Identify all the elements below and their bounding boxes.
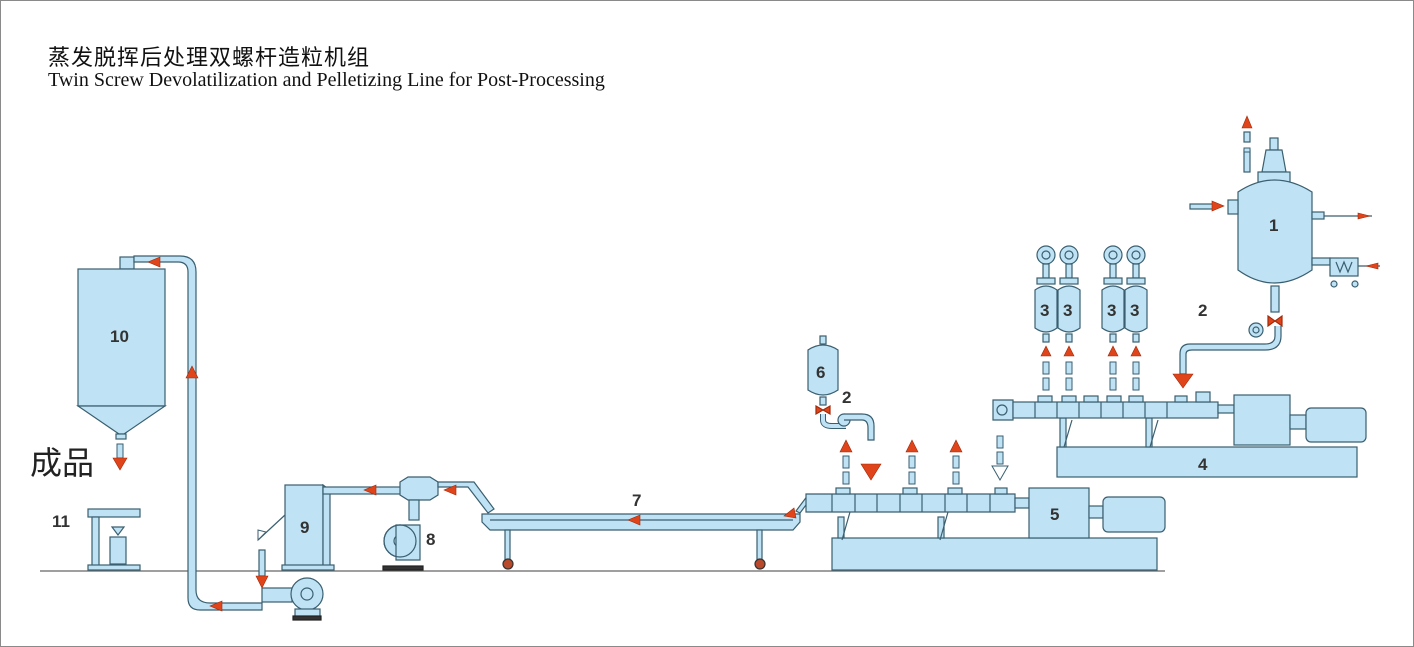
label-dryer: 8 — [426, 530, 435, 549]
label-feeder: 6 — [816, 363, 825, 382]
silo — [76, 256, 167, 440]
label-reactor: 1 — [1269, 216, 1278, 235]
packaging-station — [87, 508, 141, 571]
side-feeder — [807, 335, 875, 441]
second-extruder — [805, 487, 1166, 571]
label-packaging: 11 — [52, 512, 70, 531]
condenser-unit — [1101, 245, 1125, 343]
label-first-extruder: 4 — [1198, 455, 1208, 474]
label-pelletizer: 9 — [300, 518, 309, 537]
pipe-bath-to-dryer — [437, 481, 495, 514]
finished-product-label: 成品 — [30, 444, 94, 482]
first-extruder — [992, 391, 1367, 478]
feed-arrow-hollow — [991, 465, 1009, 482]
label-condenser-2: 3 — [1063, 301, 1072, 320]
condenser-group — [1034, 245, 1148, 343]
pipe-dryer-to-pelletizer — [322, 486, 404, 495]
title-chinese: 蒸发脱挥后处理双螺杆造粒机组 — [48, 46, 371, 71]
condenser-unit — [1124, 245, 1148, 343]
label-pump-a: 2 — [1198, 301, 1207, 320]
label-second-extruder: 5 — [1050, 505, 1059, 524]
label-silo: 10 — [110, 327, 129, 346]
transport-blower — [261, 577, 324, 621]
label-condenser-3: 3 — [1107, 301, 1116, 320]
water-bath — [481, 513, 801, 570]
conveying-pipe — [133, 255, 263, 611]
condenser-unit — [1034, 245, 1058, 343]
condenser-unit — [1057, 245, 1081, 343]
pelletizer — [281, 483, 335, 571]
label-water-bath: 7 — [632, 491, 641, 510]
label-condenser-4: 3 — [1130, 301, 1139, 320]
title-english: Twin Screw Devolatilization and Pelletiz… — [48, 69, 605, 91]
dryer-blower — [382, 476, 439, 571]
reactor — [1179, 137, 1359, 375]
label-pump-b: 2 — [842, 388, 851, 407]
label-condenser-1: 3 — [1040, 301, 1049, 320]
